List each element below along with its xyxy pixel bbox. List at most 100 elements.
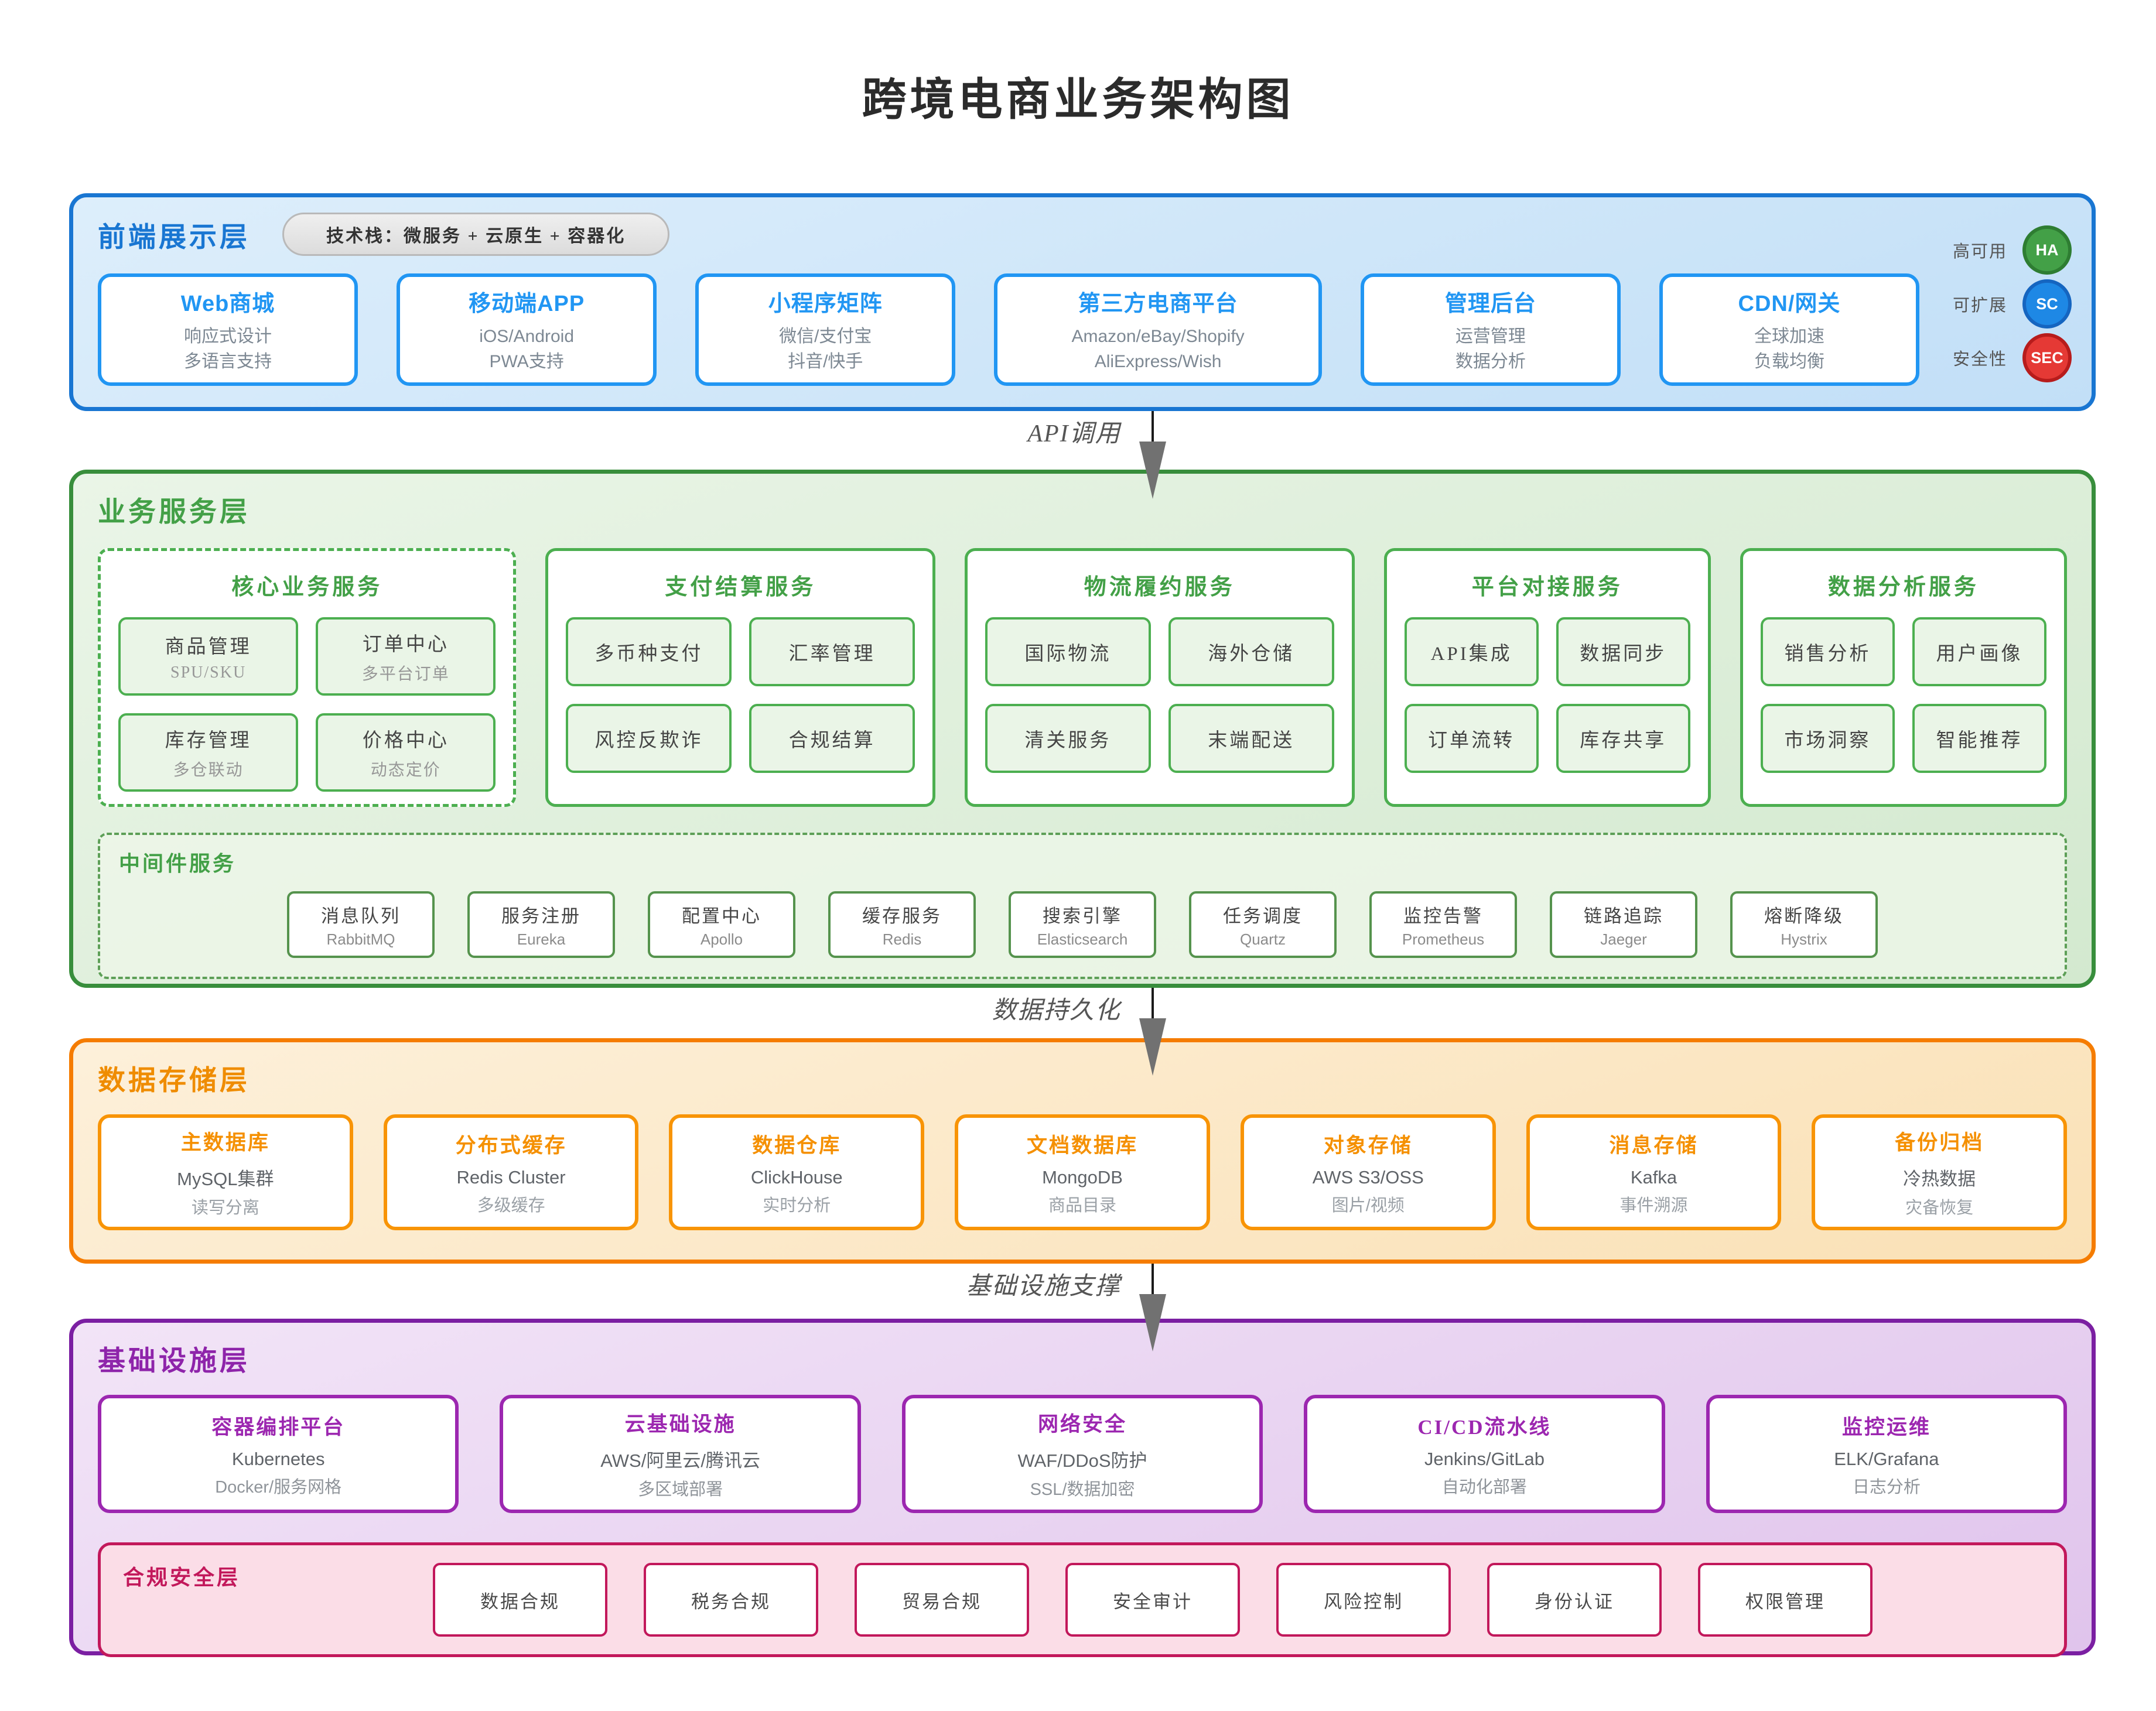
compliance-title: 合规安全层 xyxy=(123,1566,241,1589)
card-line: iOS/Android xyxy=(479,326,575,346)
infrastructure-cards: 容器编排平台 Kubernetes Docker/服务网格 云基础设施 AWS/… xyxy=(98,1395,2068,1513)
arrow-label: 数据持久化 xyxy=(992,997,1121,1024)
card-title: 管理后台 xyxy=(1444,291,1536,316)
storage-layer-title: 数据存储层 xyxy=(98,1066,250,1096)
service-cell: 订单流转 xyxy=(1404,704,1539,773)
service-group-analytics: 数据分析服务 销售分析 用户画像 市场洞察 智能推荐 xyxy=(1740,548,2067,807)
flow-arrow-api: API调用 xyxy=(69,411,2096,499)
cell-title: 海外仓储 xyxy=(1208,644,1295,665)
card-line: 读写分离 xyxy=(191,1199,259,1217)
card-line: Kafka xyxy=(1630,1166,1677,1188)
service-cell: 库存共享 xyxy=(1556,704,1690,773)
mw-subtitle: Prometheus xyxy=(1402,930,1485,948)
card-title: 小程序矩阵 xyxy=(768,291,883,316)
frontend-card-cdn: CDN/网关 全球加速 负载均衡 xyxy=(1659,273,1920,386)
middleware-item-scheduler: 任务调度 Quartz xyxy=(1189,891,1337,958)
flow-arrow-persistence: 数据持久化 xyxy=(69,988,2096,1076)
card-line: 自动化部署 xyxy=(1441,1477,1527,1497)
compliance-item: 风险控制 xyxy=(1276,1563,1451,1637)
card-line: 多区域部署 xyxy=(638,1480,723,1499)
cell-title: 智能推荐 xyxy=(1936,730,2023,751)
tech-stack-badge: 技术栈：微服务 + 云原生 + 容器化 xyxy=(282,213,670,256)
card-line: 多语言支持 xyxy=(184,351,272,371)
card-line: Redis Cluster xyxy=(456,1166,566,1188)
card-line: 负载均衡 xyxy=(1754,351,1824,371)
card-line: 全球加速 xyxy=(1754,326,1824,346)
middleware-section: 中间件服务 消息队列 RabbitMQ 服务注册 Eureka 配置中心 Apo… xyxy=(98,833,2067,979)
arrow-line-icon xyxy=(1151,411,1154,445)
card-line: ClickHouse xyxy=(750,1166,843,1188)
frontend-layer: 前端展示层 技术栈：微服务 + 云原生 + 容器化 Web商城 响应式设计 多语… xyxy=(69,193,2096,411)
card-title: CI/CD流水线 xyxy=(1417,1415,1552,1439)
card-line: AWS S3/OSS xyxy=(1312,1166,1424,1188)
service-cell: 清关服务 xyxy=(985,704,1151,773)
card-title: 数据仓库 xyxy=(752,1134,842,1157)
frontend-card-web: Web商城 响应式设计 多语言支持 xyxy=(98,273,358,386)
storage-cards: 主数据库 MySQL集群 读写分离 分布式缓存 Redis Cluster 多级… xyxy=(98,1114,2068,1230)
card-title: 容器编排平台 xyxy=(211,1415,346,1439)
service-cell: 汇率管理 xyxy=(749,617,915,686)
cell-title: 数据同步 xyxy=(1580,644,1667,665)
middleware-item-monitor: 监控告警 Prometheus xyxy=(1369,891,1517,958)
service-cell: 用户画像 xyxy=(1912,617,2046,686)
card-line: 多级缓存 xyxy=(477,1196,545,1215)
service-cell: 智能推荐 xyxy=(1912,704,2046,773)
card-title: CDN/网关 xyxy=(1738,291,1841,316)
card-line: 商品目录 xyxy=(1048,1196,1117,1215)
cell-title: 商品管理 xyxy=(165,637,252,658)
service-group-platform: 平台对接服务 API集成 数据同步 订单流转 库存共享 xyxy=(1383,548,1711,807)
flow-arrow-infrastructure: 基础设施支撑 xyxy=(69,1264,2096,1351)
frontend-cards: Web商城 响应式设计 多语言支持 移动端APP iOS/Android PWA… xyxy=(98,273,1920,386)
storage-card-docdb: 文档数据库 MongoDB 商品目录 xyxy=(955,1114,1210,1230)
middleware-item-config: 配置中心 Apollo xyxy=(648,891,795,958)
mw-title: 服务注册 xyxy=(501,905,581,926)
compliance-item: 税务合规 xyxy=(644,1563,818,1637)
arrow-line-icon xyxy=(1151,1264,1154,1298)
service-cell: 价格中心 动态定价 xyxy=(316,713,496,792)
infrastructure-layer: 基础设施层 容器编排平台 Kubernetes Docker/服务网格 云基础设… xyxy=(69,1319,2096,1657)
compliance-item: 贸易合规 xyxy=(855,1563,1029,1637)
ha-badge-icon: HA xyxy=(2022,225,2072,275)
frontend-card-miniprogram: 小程序矩阵 微信/支付宝 抖音/快手 xyxy=(695,273,956,386)
card-title: 消息存储 xyxy=(1609,1134,1699,1157)
quality-badge-sec: 安全性 SEC xyxy=(1953,333,2072,382)
card-title: 监控运维 xyxy=(1841,1415,1931,1439)
service-cell: 合规结算 xyxy=(749,704,915,773)
card-line: AWS/阿里云/腾讯云 xyxy=(600,1450,760,1471)
mw-title: 配置中心 xyxy=(682,905,761,926)
cell-subtitle: 多仓联动 xyxy=(173,761,244,779)
quality-badges: 高可用 HA 可扩展 SC 安全性 SEC xyxy=(1953,225,2072,382)
infrastructure-layer-title: 基础设施层 xyxy=(98,1346,250,1377)
compliance-item: 数据合规 xyxy=(433,1563,607,1637)
mw-subtitle: Elasticsearch xyxy=(1037,930,1128,948)
card-line: MySQL集群 xyxy=(177,1169,274,1189)
cell-title: 合规结算 xyxy=(788,730,876,751)
arrow-line-icon xyxy=(1151,988,1154,1022)
compliance-layer: 合规安全层 数据合规 税务合规 贸易合规 安全审计 风险控制 身份认证 权限管理 xyxy=(98,1542,2067,1657)
compliance-item: 权限管理 xyxy=(1698,1563,1873,1637)
frontend-layer-header: 前端展示层 技术栈：微服务 + 云原生 + 容器化 xyxy=(98,213,2067,256)
quality-badge-sc: 可扩展 SC xyxy=(1953,279,2072,328)
storage-card-warehouse: 数据仓库 ClickHouse 实时分析 xyxy=(669,1114,925,1230)
storage-card-object: 对象存储 AWS S3/OSS 图片/视频 xyxy=(1240,1114,1496,1230)
mw-title: 消息队列 xyxy=(321,905,401,926)
cell-title: 清关服务 xyxy=(1024,730,1112,751)
infra-card-monitoring: 监控运维 ELK/Grafana 日志分析 xyxy=(1706,1395,2068,1513)
card-line: 响应式设计 xyxy=(184,326,272,346)
arrow-label: API调用 xyxy=(1027,420,1121,447)
mw-title: 链路追踪 xyxy=(1584,905,1663,926)
card-line: SSL/数据加密 xyxy=(1030,1480,1135,1499)
service-cell: 商品管理 SPU/SKU xyxy=(118,617,299,696)
cell-subtitle: 动态定价 xyxy=(370,761,441,779)
group-title: 核心业务服务 xyxy=(231,575,383,600)
service-cell: 海外仓储 xyxy=(1168,617,1334,686)
arrow-label: 基础设施支撑 xyxy=(966,1273,1121,1300)
cell-title: 国际物流 xyxy=(1024,644,1112,665)
card-line: MongoDB xyxy=(1042,1166,1123,1188)
card-title: 网络安全 xyxy=(1038,1413,1127,1436)
cell-subtitle: SPU/SKU xyxy=(170,663,247,682)
card-line: 图片/视频 xyxy=(1331,1196,1405,1215)
cell-title: 市场洞察 xyxy=(1784,730,1871,751)
card-title: 云基础设施 xyxy=(624,1413,736,1436)
